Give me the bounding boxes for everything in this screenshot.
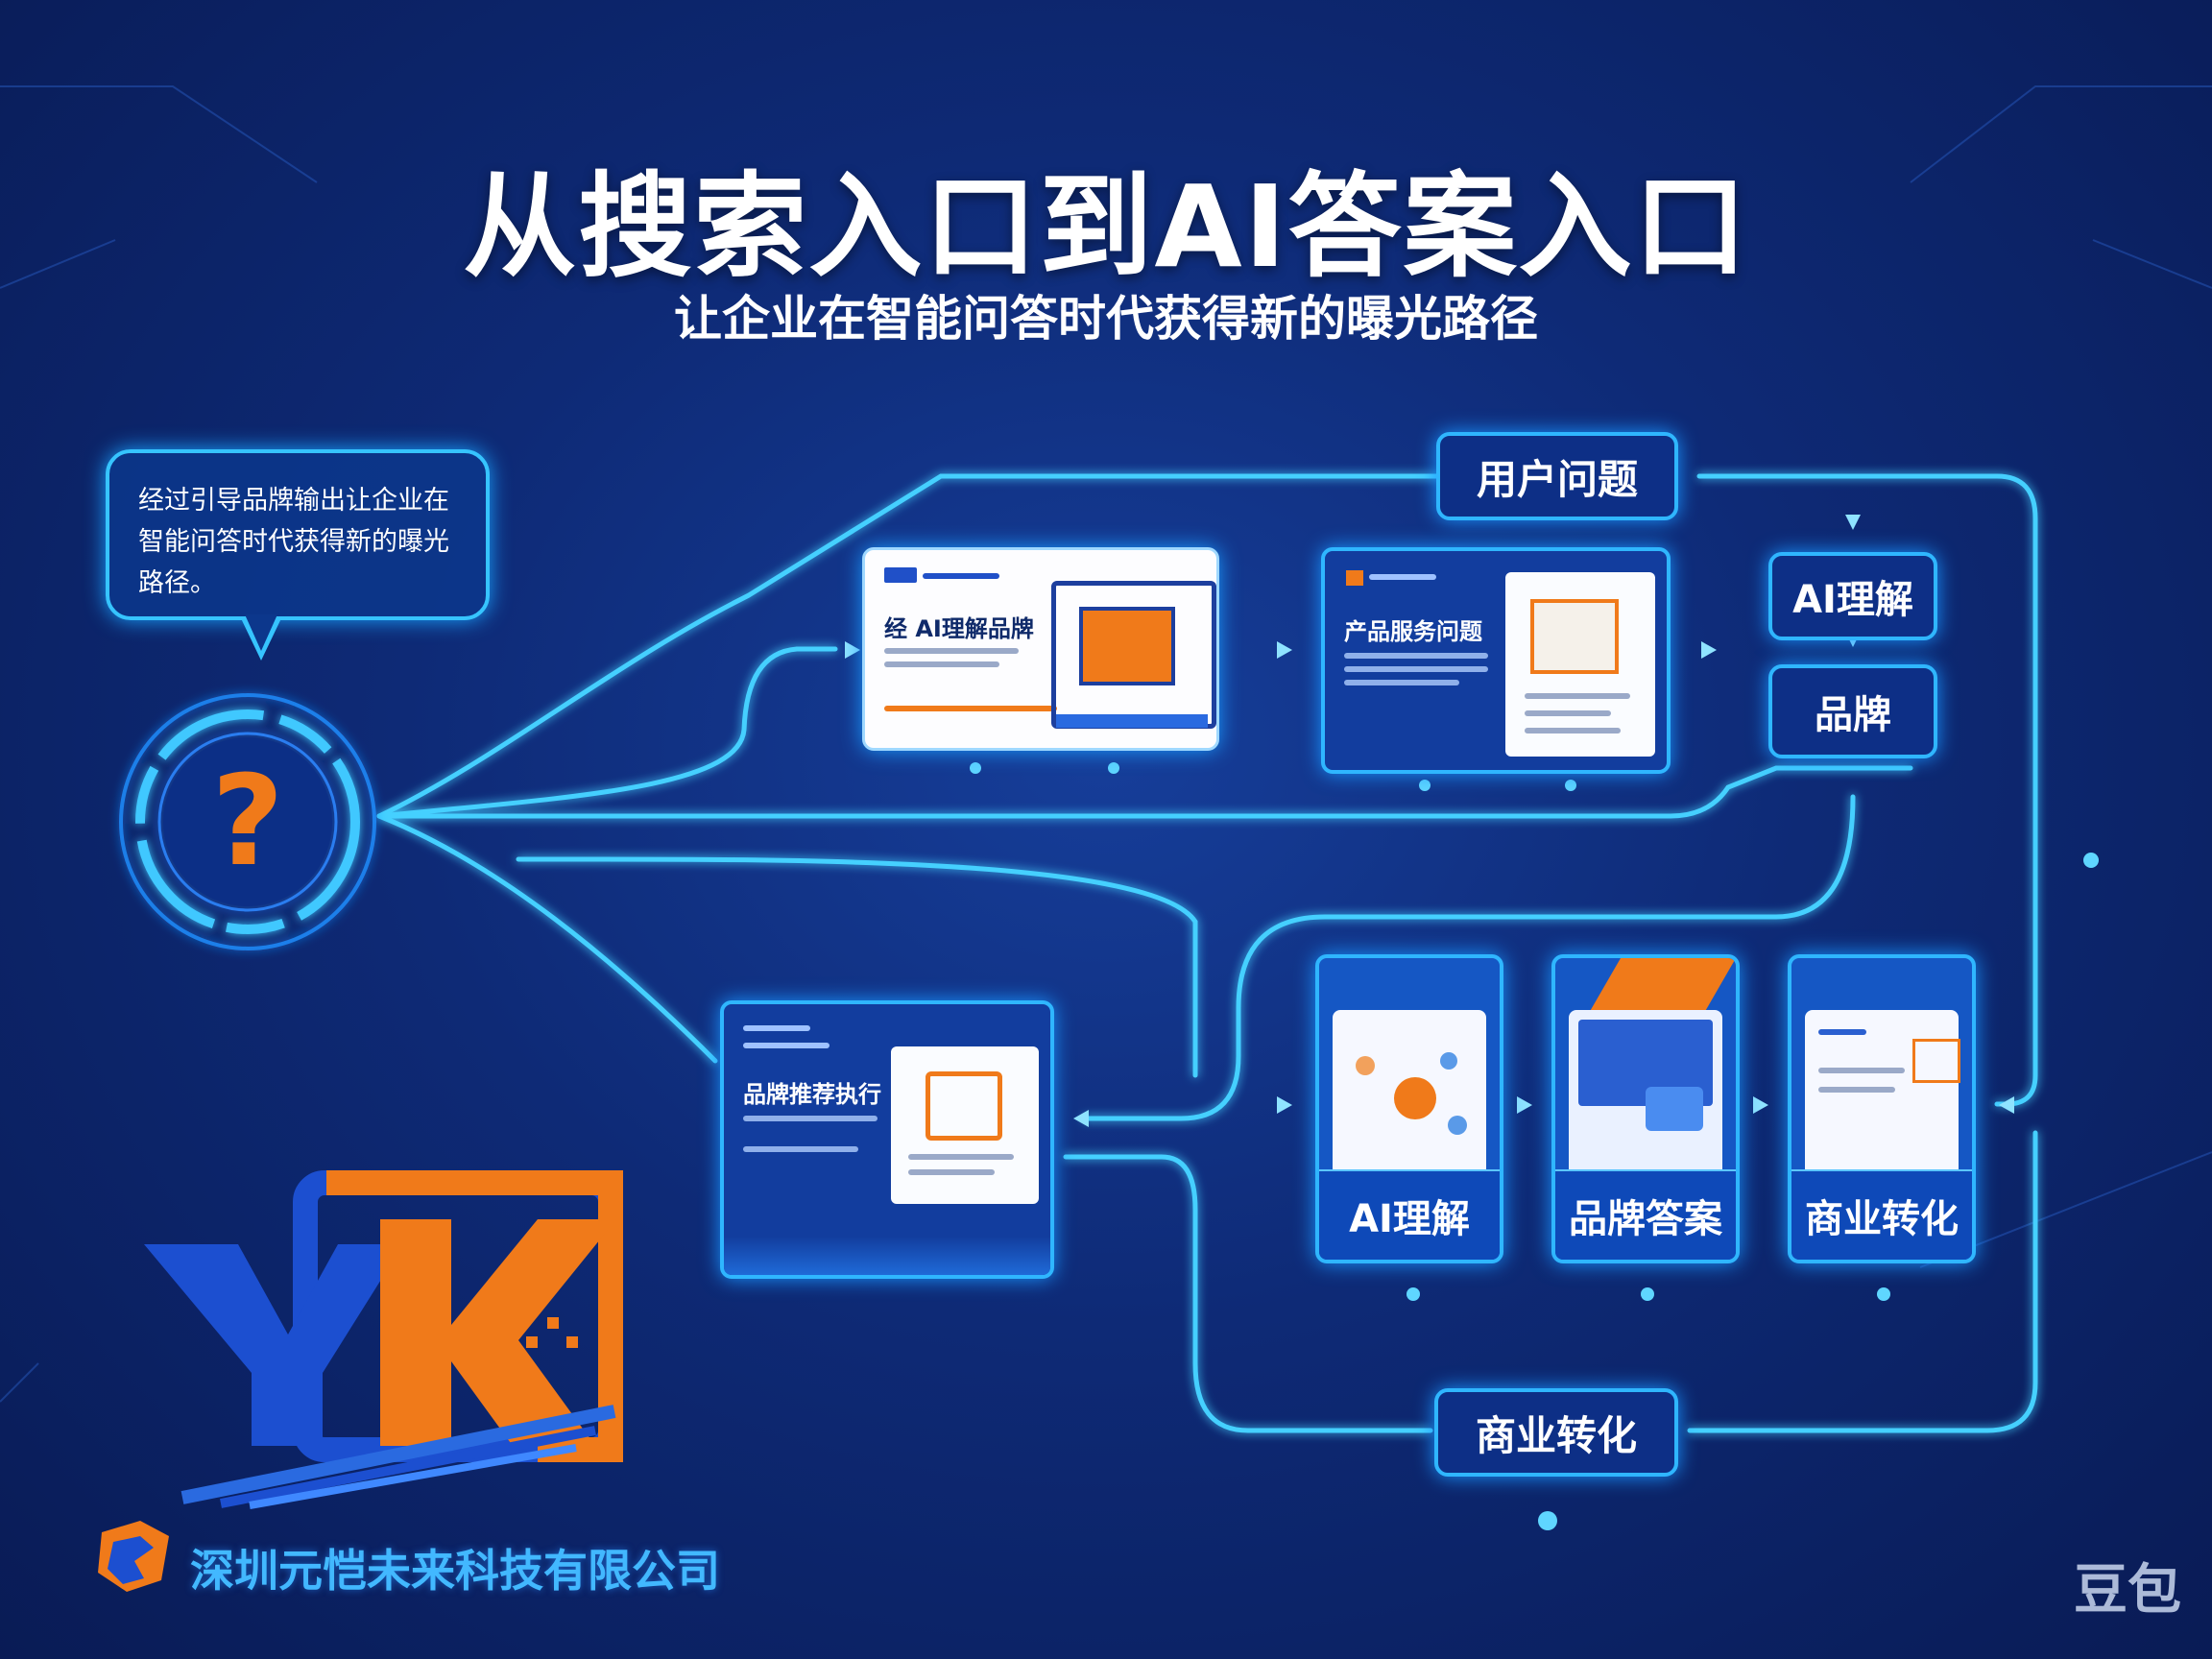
- bottom-card-commercial: 商业转化: [1788, 954, 1976, 1263]
- card1-title: 经 AI理解品牌: [884, 615, 1034, 642]
- arrow-right-icon: [1753, 1096, 1768, 1114]
- question-mark-icon: ?: [211, 748, 283, 894]
- bottom-card-brand-answer: 品牌答案: [1551, 954, 1740, 1263]
- bottom-card3-caption: 商业转化: [1791, 1169, 1972, 1260]
- card3-title: 品牌推荐执行: [743, 1081, 881, 1108]
- card-product-service: 产品服务问题: [1321, 547, 1671, 774]
- page-subtitle: 让企业在智能问答时代获得新的曝光路径: [674, 291, 1538, 347]
- connector-mid: [516, 856, 1198, 1078]
- node-brand: 品牌: [1768, 664, 1937, 758]
- card2-screenshot: [1505, 572, 1655, 757]
- node-ai-understand: AI理解: [1768, 552, 1937, 640]
- arrow-heads: [845, 515, 2014, 1127]
- connector-main: [376, 765, 1913, 819]
- arrow-right-icon: [1517, 1096, 1532, 1114]
- card3-screenshot: [891, 1046, 1039, 1204]
- company-name: 深圳元恺未来科技有限公司: [190, 1545, 720, 1597]
- bottom-card3-shot: [1805, 1010, 1960, 1189]
- connector-card1: [376, 646, 838, 819]
- arrow-left-icon: [1999, 1096, 2014, 1114]
- arrow-right-icon: [1701, 641, 1717, 659]
- card2-logo: [1346, 570, 1363, 586]
- bottom-card1-caption: AI理解: [1319, 1169, 1500, 1260]
- connector-bottom-right: [1687, 1130, 2038, 1433]
- card-ai-understand-brand: 经 AI理解品牌: [862, 547, 1219, 751]
- arrow-left-icon: [1073, 1110, 1089, 1127]
- bubble-text: 经过引导品牌输出让企业在智能问答时代获得新的曝光路径。: [138, 486, 449, 598]
- page-title: 从搜索入口到AI答案入口: [463, 160, 1749, 293]
- card1-illustration: [1051, 581, 1216, 729]
- card-brand-recommend: 品牌推荐执行: [720, 1000, 1054, 1279]
- bottom-card-ai-understand: AI理解: [1315, 954, 1503, 1263]
- node-user-question: 用户问题: [1436, 432, 1678, 520]
- node-dots: [970, 762, 2099, 1530]
- arrow-down-icon: [1845, 515, 1861, 530]
- card1-logo: [884, 567, 917, 583]
- card2-title: 产品服务问题: [1344, 618, 1482, 645]
- connector-bottom: [1063, 1154, 1433, 1433]
- node-commercial-conversion: 商业转化: [1434, 1388, 1678, 1477]
- bottom-card1-shot: [1333, 1010, 1486, 1189]
- connector-top: [376, 473, 1443, 819]
- connector-loop: [1082, 794, 1856, 1121]
- bottom-card2-shot: [1569, 1010, 1722, 1189]
- connector-top-right: [1696, 473, 2038, 1107]
- bottom-card2-caption: 品牌答案: [1555, 1169, 1736, 1260]
- arrow-right-icon: [1277, 641, 1292, 659]
- connector-card3: [376, 813, 718, 1064]
- speech-bubble: 经过引导品牌输出让企业在智能问答时代获得新的曝光路径。: [106, 449, 490, 620]
- arrow-right-icon: [845, 641, 860, 659]
- arrow-right-icon: [1277, 1096, 1292, 1114]
- watermark: 豆包: [2074, 1559, 2181, 1622]
- bubble-tail: [240, 614, 282, 661]
